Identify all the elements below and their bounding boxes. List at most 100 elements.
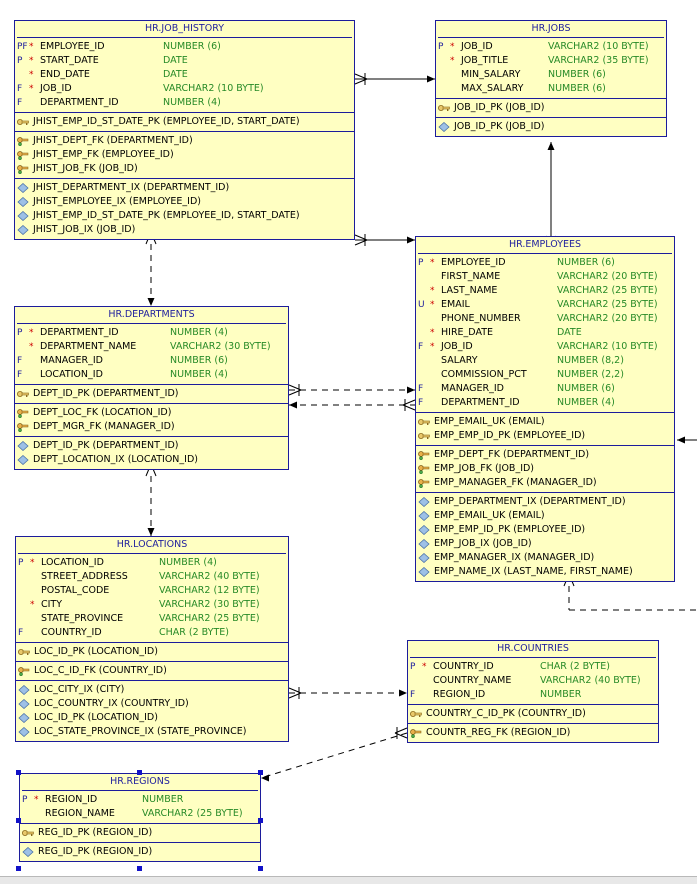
constraint-row[interactable]: LOC_ID_PK (LOCATION_ID)	[16, 645, 288, 659]
column-name: DEPARTMENT_ID	[40, 97, 119, 108]
constraint-label: EMP_EMP_ID_PK (EMPLOYEE_ID)	[434, 524, 586, 535]
foreign-key-row[interactable]: JHIST_DEPT_FK (DEPARTMENT_ID)	[15, 134, 354, 148]
constraint-row[interactable]: JHIST_EMP_ID_ST_DATE_PK (EMPLOYEE_ID, ST…	[15, 115, 354, 129]
selection-handle[interactable]	[16, 818, 21, 823]
index-row[interactable]: REG_ID_PK (REGION_ID)	[20, 845, 260, 859]
index-row[interactable]: LOC_COUNTRY_IX (COUNTRY_ID)	[16, 697, 288, 711]
index-row[interactable]: LOC_STATE_PROVINCE_IX (STATE_PROVINCE)	[16, 725, 288, 739]
column-type: NUMBER	[142, 794, 184, 805]
index-row[interactable]: EMP_DEPARTMENT_IX (DEPARTMENT_ID)	[416, 495, 674, 509]
index-row[interactable]: JHIST_EMP_ID_ST_DATE_PK (EMPLOYEE_ID, ST…	[15, 209, 354, 223]
foreign-key-row[interactable]: DEPT_LOC_FK (LOCATION_ID)	[15, 406, 288, 420]
index-row[interactable]: JOB_ID_PK (JOB_ID)	[436, 120, 666, 134]
foreign-key-row[interactable]: JHIST_JOB_FK (JOB_ID)	[15, 162, 354, 176]
column-type: NUMBER (4)	[159, 557, 217, 568]
constraint-row[interactable]: REG_ID_PK (REGION_ID)	[20, 826, 260, 840]
foreign-key-row[interactable]: LOC_C_ID_FK (COUNTRY_ID)	[16, 664, 288, 678]
relationship-line[interactable]	[260, 732, 408, 779]
selection-handle[interactable]	[16, 770, 21, 775]
selection-handle[interactable]	[16, 866, 21, 871]
column-name: EMPLOYEE_ID	[441, 257, 506, 268]
index-row[interactable]: JHIST_JOB_IX (JOB_ID)	[15, 223, 354, 237]
index-row[interactable]: EMP_EMAIL_UK (EMAIL)	[416, 509, 674, 523]
foreign-key-row[interactable]: DEPT_MGR_FK (MANAGER_ID)	[15, 420, 288, 434]
index-row[interactable]: LOC_CITY_IX (CITY)	[16, 683, 288, 697]
horizontal-scrollbar[interactable]	[0, 876, 697, 884]
foreign-keys-section: JHIST_DEPT_FK (DEPARTMENT_ID)JHIST_EMP_F…	[15, 132, 354, 179]
foreign-key-row[interactable]: COUNTR_REG_FK (REGION_ID)	[408, 726, 658, 740]
foreign-key-row[interactable]: EMP_MANAGER_FK (MANAGER_ID)	[416, 476, 674, 490]
constraint-label: LOC_STATE_PROVINCE_IX (STATE_PROVINCE)	[34, 726, 247, 737]
constraint-label: LOC_COUNTRY_IX (COUNTRY_ID)	[34, 698, 189, 709]
foreign-key-row[interactable]: EMP_JOB_FK (JOB_ID)	[416, 462, 674, 476]
constraint-row[interactable]: EMP_EMAIL_UK (EMAIL)	[416, 415, 674, 429]
index-row[interactable]: LOC_ID_PK (LOCATION_ID)	[16, 711, 288, 725]
required-mark: *	[430, 300, 435, 310]
foreign-key-row[interactable]: EMP_DEPT_FK (DEPARTMENT_ID)	[416, 448, 674, 462]
constraint-row[interactable]: JOB_ID_PK (JOB_ID)	[436, 101, 666, 115]
selection-handle[interactable]	[258, 770, 263, 775]
selection-handle[interactable]	[258, 818, 263, 823]
index-row[interactable]: JHIST_DEPARTMENT_IX (DEPARTMENT_ID)	[15, 181, 354, 195]
constraint-label: EMP_MANAGER_IX (MANAGER_ID)	[434, 552, 595, 563]
index-row[interactable]: EMP_NAME_IX (LAST_NAME, FIRST_NAME)	[416, 565, 674, 579]
foreign-keys-section: COUNTR_REG_FK (REGION_ID)	[408, 724, 658, 742]
index-row[interactable]: DEPT_ID_PK (DEPARTMENT_ID)	[15, 439, 288, 453]
index-row[interactable]: DEPT_LOCATION_IX (LOCATION_ID)	[15, 453, 288, 467]
index-row[interactable]: EMP_JOB_IX (JOB_ID)	[416, 537, 674, 551]
selection-handle[interactable]	[137, 866, 142, 871]
index-row[interactable]: JHIST_EMPLOYEE_IX (EMPLOYEE_ID)	[15, 195, 354, 209]
selection-handle[interactable]	[137, 770, 142, 775]
selection-handle[interactable]	[258, 866, 263, 871]
constraint-row[interactable]: COUNTRY_C_ID_PK (COUNTRY_ID)	[408, 707, 658, 721]
constraint-row[interactable]: DEPT_ID_PK (DEPARTMENT_ID)	[15, 387, 288, 401]
index-row[interactable]: EMP_EMP_ID_PK (EMPLOYEE_ID)	[416, 523, 674, 537]
index-row[interactable]: EMP_MANAGER_IX (MANAGER_ID)	[416, 551, 674, 565]
constraint-row[interactable]: EMP_EMP_ID_PK (EMPLOYEE_ID)	[416, 429, 674, 443]
foreign-key-row[interactable]: JHIST_EMP_FK (EMPLOYEE_ID)	[15, 148, 354, 162]
